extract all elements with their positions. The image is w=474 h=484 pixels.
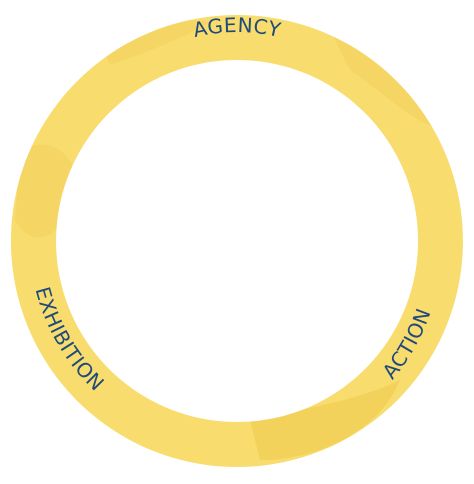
background [0, 0, 474, 484]
cycle-diagram: AGENCY EXHIBITION ACTION [0, 0, 474, 484]
